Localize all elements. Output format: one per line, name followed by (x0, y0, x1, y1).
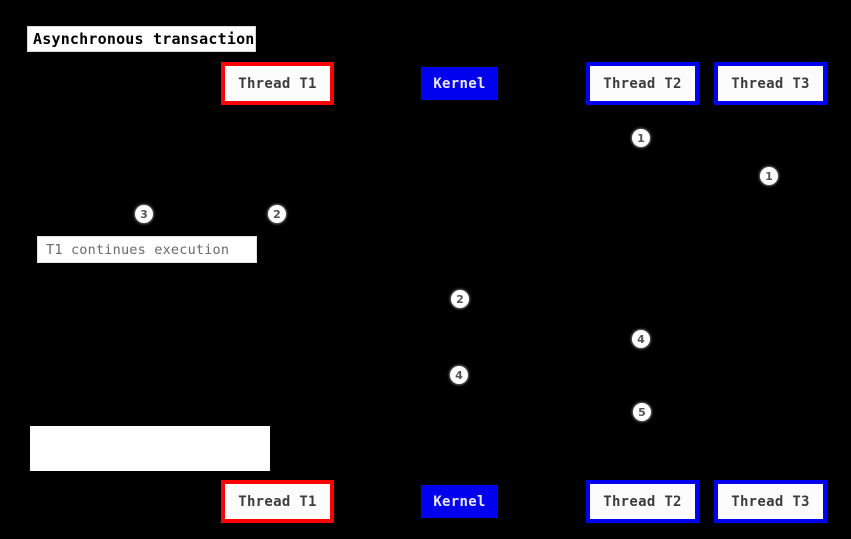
participant-t3[interactable]: Thread T3 (714, 62, 827, 105)
participant-t3b[interactable]: Thread T3 (714, 480, 827, 523)
badge-t2-4: 4 (632, 330, 650, 348)
badge-t2-5: 5 (633, 403, 651, 421)
stub-t2-bottom-arrowhead-icon (638, 474, 646, 479)
lifeline-t3 (770, 105, 771, 480)
participant-label: Thread T1 (238, 75, 317, 92)
lifeline-t2 (642, 105, 643, 480)
stub-t3-top-arrowhead-icon (766, 104, 774, 109)
stub-t1-bottom-arrowhead-icon (273, 474, 281, 479)
badge-t2-1: 1 (632, 129, 650, 147)
participant-label: Thread T1 (238, 493, 317, 510)
participant-kernelb[interactable]: Kernel (421, 485, 498, 518)
note-empty (30, 426, 270, 471)
badge-kernel-4: 4 (450, 366, 468, 384)
stub-t1-top-arrowhead-icon (273, 104, 281, 109)
participant-label: Thread T3 (731, 75, 810, 92)
participant-t2b[interactable]: Thread T2 (586, 480, 699, 523)
badge-t3-1: 1 (760, 167, 778, 185)
participant-label: Thread T2 (603, 75, 682, 92)
participant-label: Thread T2 (603, 493, 682, 510)
participant-t1[interactable]: Thread T1 (221, 62, 334, 105)
participant-t2[interactable]: Thread T2 (586, 62, 699, 105)
diagram-title: Asynchronous transaction (27, 26, 256, 52)
participant-kernel[interactable]: Kernel (421, 67, 498, 100)
note-continues: T1 continues execution (37, 236, 257, 263)
stub-t3-bottom-arrowhead-icon (766, 474, 774, 479)
participant-label: Kernel (433, 493, 486, 510)
participant-t1b[interactable]: Thread T1 (221, 480, 334, 523)
badge-t1-3: 3 (135, 205, 153, 223)
badge-kernel-2: 2 (451, 290, 469, 308)
stub-t2-top-arrowhead-icon (638, 104, 646, 109)
lifeline-t1 (277, 105, 278, 480)
participant-label: Kernel (433, 75, 486, 92)
badge-t1-2: 2 (268, 205, 286, 223)
participant-label: Thread T3 (731, 493, 810, 510)
